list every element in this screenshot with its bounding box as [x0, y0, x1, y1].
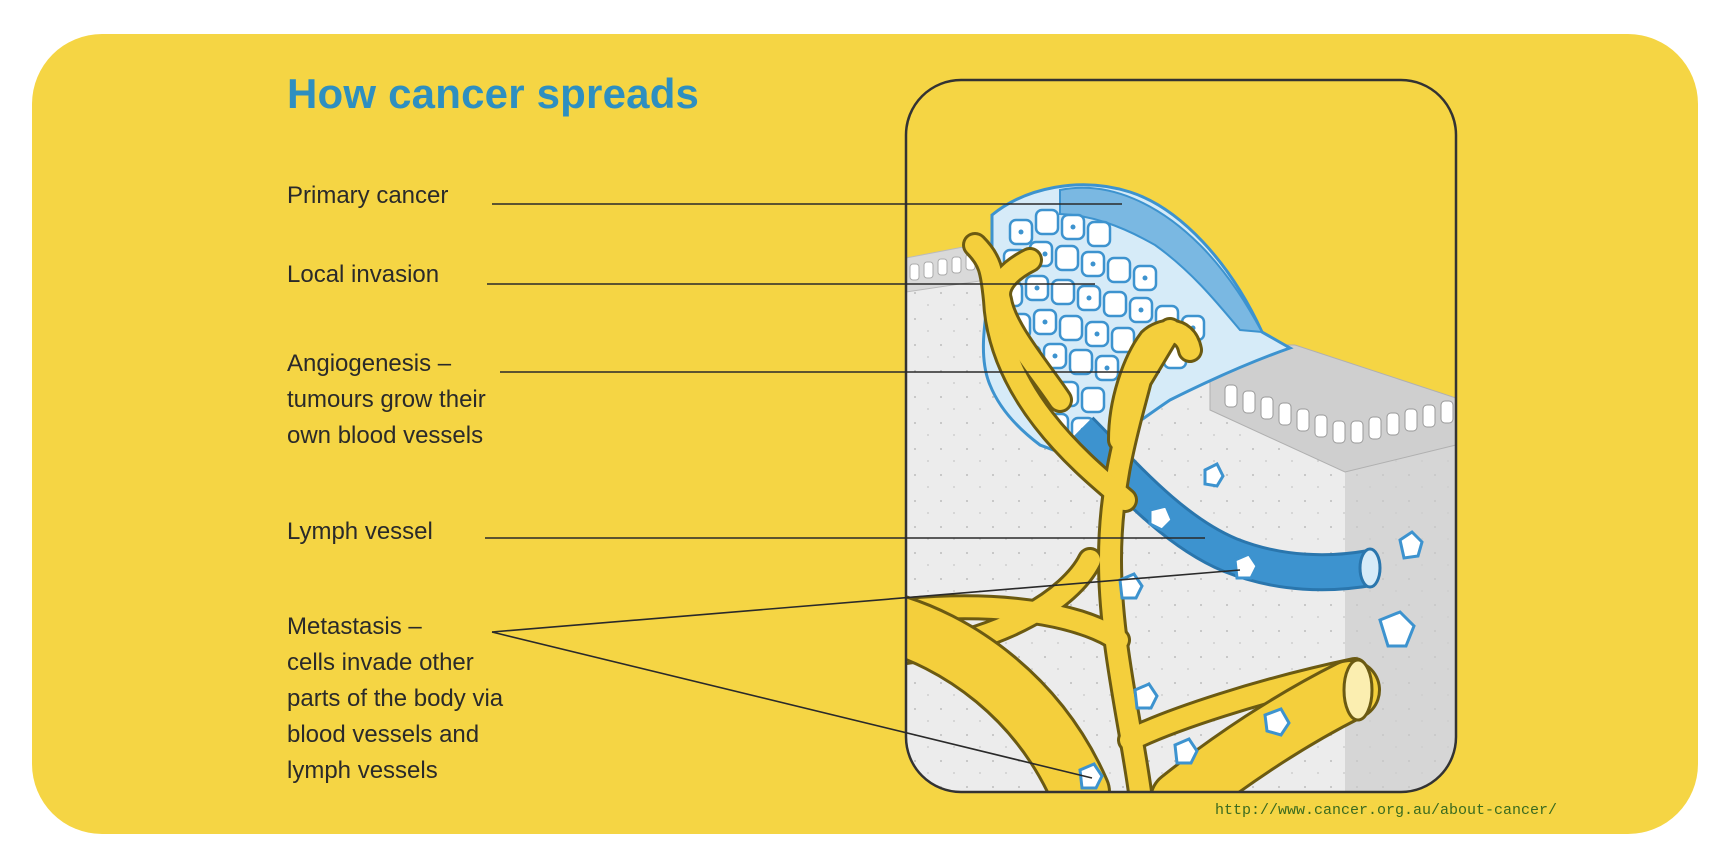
label-metastasis-line-2: cells invade other [287, 649, 474, 676]
label-lymph-vessel-text: Lymph vessel [287, 518, 433, 545]
label-primary-cancer-text: Primary cancer [287, 182, 449, 209]
diagram-title: How cancer spreads [287, 70, 700, 117]
leader-line-metastasis-upper [491, 569, 1241, 633]
tissue-block [906, 183, 1456, 792]
label-metastasis: Metastasis – cells invade other parts of… [287, 609, 503, 789]
leader-lines [485, 203, 1241, 779]
label-angiogenesis-line-1: Angiogenesis – [287, 350, 452, 377]
label-metastasis-line-3: parts of the body via [287, 685, 504, 712]
label-angiogenesis-line-2: tumours grow their [287, 386, 486, 413]
source-url: http://www.cancer.org.au/about-cancer/ [1215, 802, 1558, 819]
illustration-frame [904, 78, 1458, 794]
label-local-invasion-text: Local invasion [287, 261, 440, 288]
leader-line-metastasis-lower [491, 631, 1093, 779]
label-lymph-vessel: Lymph vessel [287, 514, 433, 550]
label-metastasis-line-4: blood vessels and [287, 721, 480, 748]
label-metastasis-line-1: Metastasis – [287, 613, 422, 640]
label-angiogenesis: Angiogenesis – tumours grow their own bl… [287, 346, 486, 454]
label-angiogenesis-line-3: own blood vessels [287, 422, 484, 449]
label-local-invasion: Local invasion [287, 257, 439, 293]
label-metastasis-line-5: lymph vessels [287, 757, 438, 784]
label-primary-cancer: Primary cancer [287, 178, 448, 214]
